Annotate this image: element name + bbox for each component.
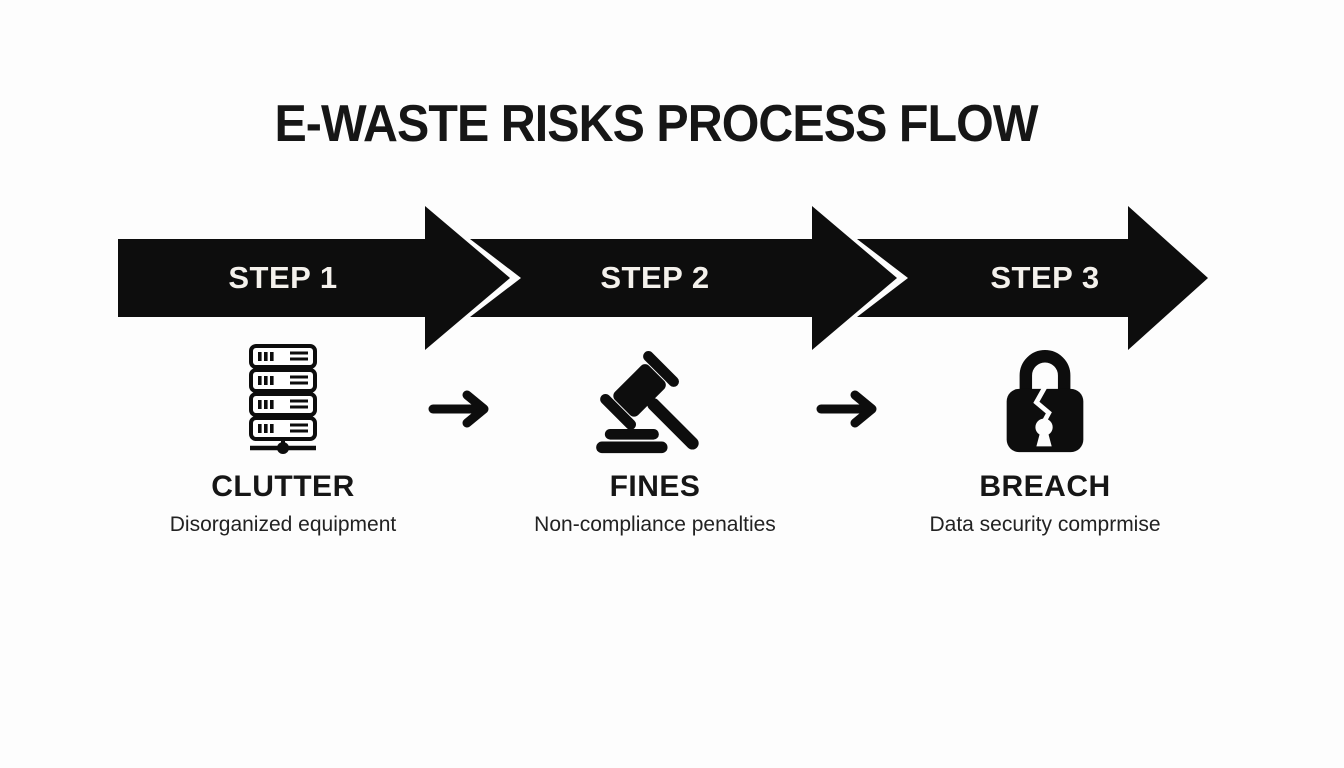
process-arrow-strip [118, 206, 1208, 350]
step3-description: Data security comprmise [929, 513, 1161, 536]
step3-label: BREACH [979, 470, 1111, 503]
step2-banner-arrow [470, 206, 897, 350]
step3-banner-label: STEP 3 [990, 260, 1100, 295]
arrow-right-icon [428, 390, 489, 428]
step3-banner-arrow [857, 206, 1208, 350]
step1-label: CLUTTER [211, 470, 355, 503]
step1-banner-label: STEP 1 [228, 260, 338, 295]
arrow-right-icon [816, 390, 877, 428]
broken-lock-icon [1006, 350, 1084, 453]
step2-icon-box [591, 338, 719, 456]
step2-description: Non-compliance penalties [534, 513, 776, 536]
step1-column: CLUTTER Disorganized equipment [123, 338, 443, 537]
gavel-icon [596, 351, 699, 454]
step2-column: FINES Non-compliance penalties [495, 338, 815, 537]
step1-icon-box [248, 338, 318, 456]
server-rack-icon [249, 344, 317, 454]
step2-label: FINES [609, 470, 701, 503]
page-title: E-WASTE RISKS PROCESS FLOW [274, 95, 1038, 153]
step3-column: BREACH Data security comprmise [885, 338, 1205, 537]
step2-banner-label: STEP 2 [600, 260, 710, 295]
step3-icon-box [999, 338, 1091, 456]
step1-description: Disorganized equipment [169, 513, 397, 536]
step1-banner-arrow [118, 206, 510, 350]
